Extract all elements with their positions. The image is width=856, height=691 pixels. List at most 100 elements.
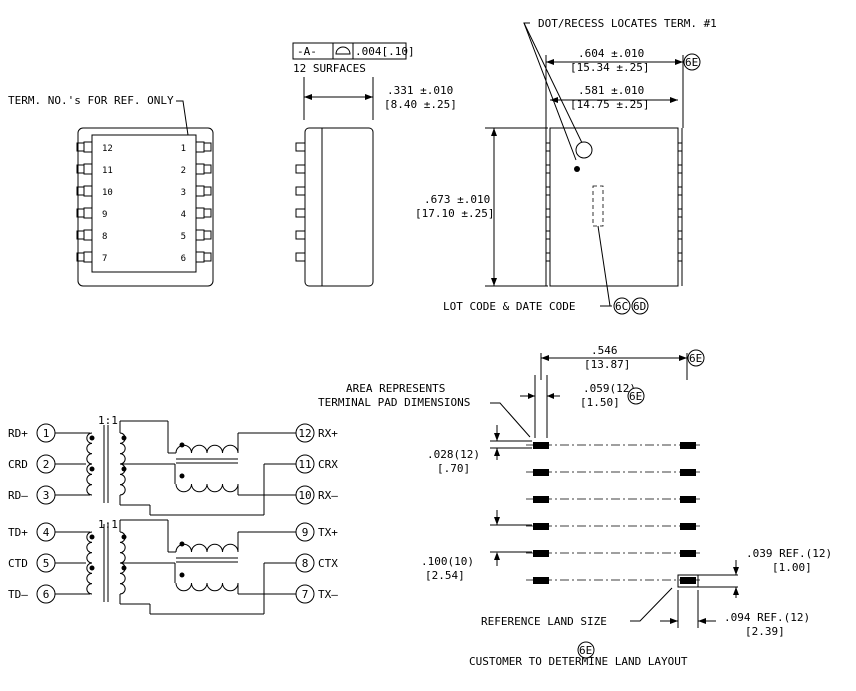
left-lead <box>83 185 93 197</box>
svg-text:6E: 6E <box>629 390 642 403</box>
pad-width-in: .059(12) <box>583 382 636 395</box>
end-lead <box>677 208 683 218</box>
polarity-dot <box>121 565 127 571</box>
tolerance-value: .004[.10] <box>355 45 415 58</box>
right-pin-number: 12 <box>298 427 311 440</box>
overall-width-in: .604 ±.010 <box>578 47 644 60</box>
end-lead <box>677 252 683 262</box>
end-view: DOT/RECESS LOCATES TERM. #1 .604 ±.010 [… <box>415 17 717 313</box>
left-lead-tip <box>76 142 85 152</box>
datum-label: -A- <box>297 45 317 58</box>
right-signal-label: CRX <box>318 458 338 471</box>
tolerance-frame <box>292 42 407 60</box>
left-signal-label: RD– <box>8 489 28 502</box>
left-pin-number: 1 <box>43 427 50 440</box>
side-lead <box>295 164 306 174</box>
land-w-mm: [2.39] <box>745 625 785 638</box>
top-view-body <box>77 127 214 287</box>
pitch-in: .100(10) <box>421 555 474 568</box>
left-lead-tip <box>76 230 85 240</box>
right-signal-label: RX+ <box>318 427 338 440</box>
badge-6e-spacing: 6E <box>687 349 705 367</box>
badge-6d: 6D <box>631 297 649 315</box>
left-lead <box>83 141 93 153</box>
terminal-pad <box>680 577 696 584</box>
right-lead-tip <box>203 186 212 196</box>
left-signal-label: TD+ <box>8 526 28 539</box>
pin-number: 2 <box>181 166 186 176</box>
right-signal-label: RX– <box>318 489 338 502</box>
end-lead <box>545 230 551 240</box>
left-pin-number: 6 <box>43 588 50 601</box>
pin-number: 9 <box>102 210 107 220</box>
end-lead <box>545 208 551 218</box>
left-lead-tip <box>76 186 85 196</box>
dot-recess-note: DOT/RECESS LOCATES TERM. #1 <box>538 17 717 30</box>
surfaces-label: 12 SURFACES <box>293 62 366 75</box>
end-lead <box>545 164 551 174</box>
end-lead <box>545 186 551 196</box>
right-pin-number: 8 <box>302 557 309 570</box>
polarity-dot <box>121 435 127 441</box>
polarity-dot <box>89 466 95 472</box>
side-view-body <box>304 127 374 287</box>
area-leader <box>490 402 531 438</box>
right-pin-number: 9 <box>302 526 309 539</box>
area-note-2: TERMINAL PAD DIMENSIONS <box>318 396 470 409</box>
pin-number: 5 <box>181 232 186 242</box>
side-lead <box>295 142 306 152</box>
pin-number: 11 <box>102 166 113 176</box>
left-pin-number: 2 <box>43 458 50 471</box>
profile-icon <box>335 46 351 55</box>
choke-coil <box>175 582 239 592</box>
body-width-in: .581 ±.010 <box>578 84 644 97</box>
pad-width-mm: [1.50] <box>580 396 620 409</box>
right-lead-tip <box>203 230 212 240</box>
end-view-body <box>549 127 679 287</box>
term-ref-leader <box>176 100 189 136</box>
left-lead-tip <box>76 208 85 218</box>
right-pin-number: 11 <box>298 458 311 471</box>
terminal-pad <box>680 523 696 530</box>
left-lead-tip <box>76 164 85 174</box>
terminal-pad <box>533 550 549 557</box>
right-lead-tip <box>203 164 212 174</box>
right-lead <box>195 251 205 263</box>
svg-text:6E: 6E <box>685 56 698 69</box>
pin-number: 12 <box>102 144 113 154</box>
land-w-in: .094 REF.(12) <box>724 611 810 624</box>
side-width-in: .331 ±.010 <box>387 84 453 97</box>
area-note-1: AREA REPRESENTS <box>346 382 445 395</box>
right-signal-label: TX– <box>318 588 338 601</box>
pin-number: 8 <box>102 232 107 242</box>
end-lead <box>677 230 683 240</box>
height-in: .673 ±.010 <box>424 193 490 206</box>
pin1-dot <box>574 166 580 172</box>
left-signal-label: TD– <box>8 588 28 601</box>
lot-code-leader <box>597 225 611 307</box>
land-pattern: .546 [13.87] AREA REPRESENTS TERMINAL PA… <box>318 344 832 668</box>
polarity-dot <box>179 442 185 448</box>
terminal-pad <box>680 442 696 449</box>
side-view: -A- .004[.10] 12 SURFACES .331 ±.010 [8.… <box>292 42 457 287</box>
svg-text:6E: 6E <box>689 352 702 365</box>
side-lead <box>295 230 306 240</box>
row-spacing-mm: [13.87] <box>584 358 630 371</box>
right-signal-label: TX+ <box>318 526 338 539</box>
winding-coil <box>86 463 93 496</box>
reference-land-note: REFERENCE LAND SIZE <box>481 615 607 628</box>
customer-note: CUSTOMER TO DETERMINE LAND LAYOUT <box>469 655 688 668</box>
right-pin-number: 7 <box>302 588 309 601</box>
terminal-pad <box>680 496 696 503</box>
side-lead <box>295 208 306 218</box>
pad-height-mm: [.70] <box>437 462 470 475</box>
side-lead <box>295 252 306 262</box>
pin-number: 7 <box>102 254 107 264</box>
polarity-dot <box>89 435 95 441</box>
left-signal-label: CTD <box>8 557 28 570</box>
badge-6e-top: 6E <box>683 53 701 71</box>
terminal-pad <box>533 496 549 503</box>
pin-number: 1 <box>181 144 186 154</box>
